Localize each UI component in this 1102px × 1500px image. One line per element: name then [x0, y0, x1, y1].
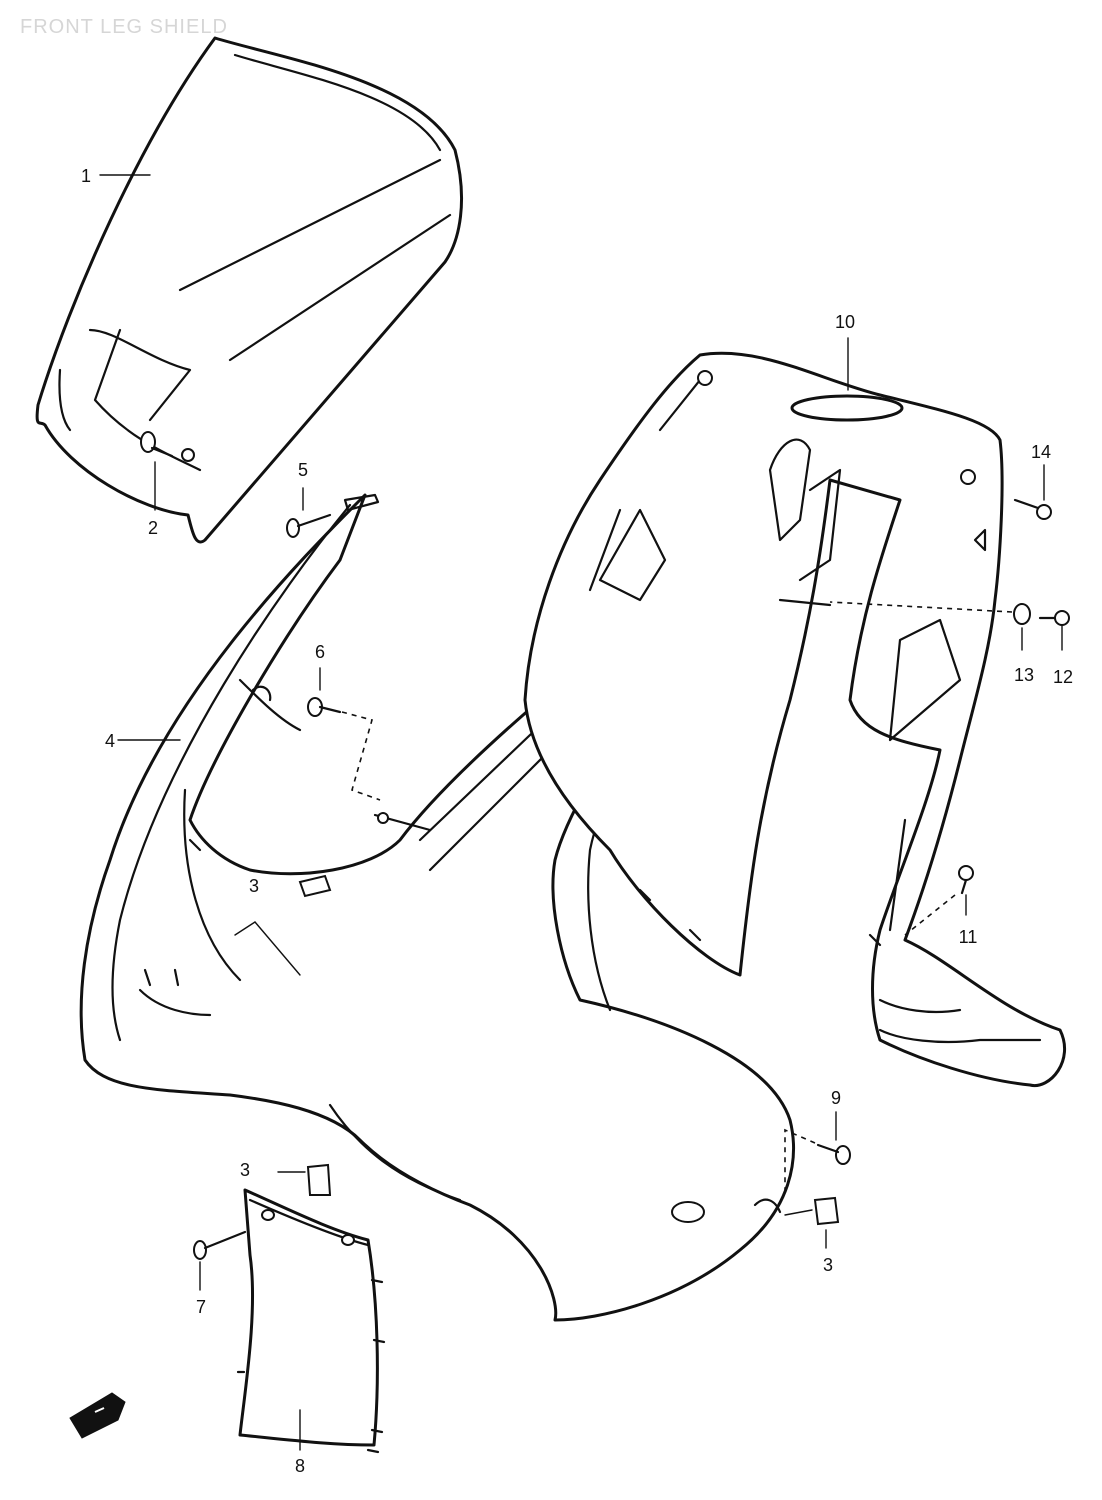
callout-9: 9 [830, 1088, 842, 1108]
part-screw-11 [904, 865, 974, 936]
part-inner-shield [523, 351, 1067, 1087]
callout-2: 2 [147, 518, 159, 538]
callout-11: 11 [958, 927, 978, 947]
part-screw-12 [1038, 610, 1070, 626]
callout-5: 5 [297, 460, 309, 480]
callout-10: 10 [834, 312, 856, 332]
part-washer-13 [829, 601, 1031, 625]
part-clip-3-upper [234, 874, 332, 976]
callout-6: 6 [314, 642, 326, 662]
part-screw-14 [1013, 464, 1052, 520]
front-arrow-icon [69, 1392, 126, 1439]
callout-3: 3 [822, 1255, 834, 1275]
part-clip-3-lower-right [784, 1196, 840, 1249]
callout-4: 4 [104, 731, 116, 751]
callout-12: 12 [1052, 667, 1074, 687]
callout-3: 3 [248, 876, 260, 896]
callout-14: 14 [1030, 442, 1052, 462]
callout-8: 8 [294, 1456, 306, 1476]
part-screw-2 [140, 431, 174, 511]
part-screw-6 [307, 697, 381, 801]
callout-3: 3 [239, 1160, 251, 1180]
part-lower-lid [236, 1188, 386, 1454]
part-front-cover [35, 36, 464, 544]
leader-lines [99, 174, 1063, 1451]
part-clip-3-lower-left [277, 1163, 332, 1196]
part-screw-5 [286, 487, 380, 538]
diagram-title: FRONT LEG SHIELD [20, 16, 228, 38]
callout-1: 1 [80, 166, 92, 186]
part-screw-7 [193, 1230, 247, 1291]
callout-7: 7 [195, 1297, 207, 1317]
callout-13: 13 [1013, 665, 1035, 685]
part-screw-9 [784, 1111, 851, 1195]
